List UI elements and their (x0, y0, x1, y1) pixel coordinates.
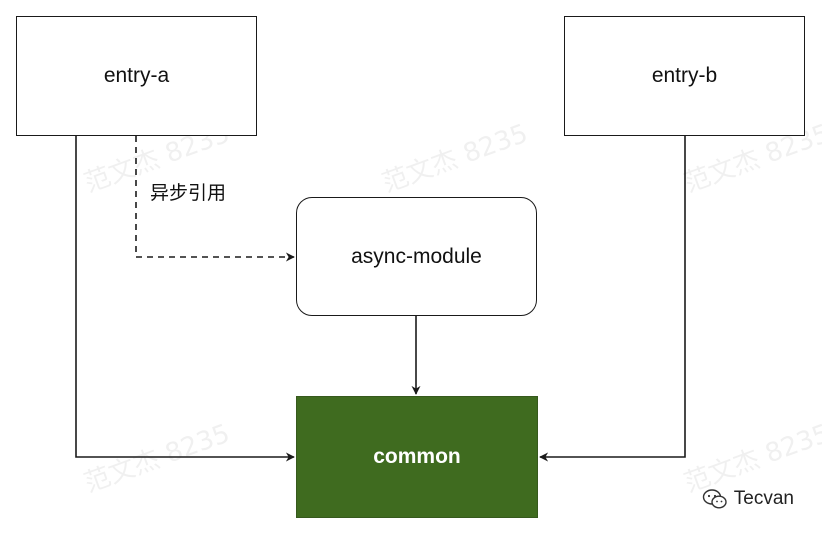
brand-mark: Tecvan (702, 488, 794, 510)
node-entry-b[interactable]: entry-b (564, 16, 805, 136)
edge-entry-a-to-async-module (135, 136, 295, 262)
edge-entry-b-to-common (539, 136, 686, 462)
node-async-module-label: async-module (351, 244, 482, 268)
node-entry-b-label: entry-b (651, 64, 718, 87)
node-async-module[interactable]: async-module (296, 197, 537, 316)
edge-entry-a-to-common (75, 136, 295, 462)
wechat-icon (702, 489, 727, 509)
node-common[interactable]: common (296, 396, 538, 518)
edge-label-async-reference: 异步引用 (150, 182, 227, 204)
node-common-label: common (373, 445, 461, 468)
node-entry-a-label: entry-a (103, 64, 170, 87)
node-entry-a[interactable]: entry-a (16, 16, 257, 136)
brand-name: Tecvan (733, 488, 794, 509)
